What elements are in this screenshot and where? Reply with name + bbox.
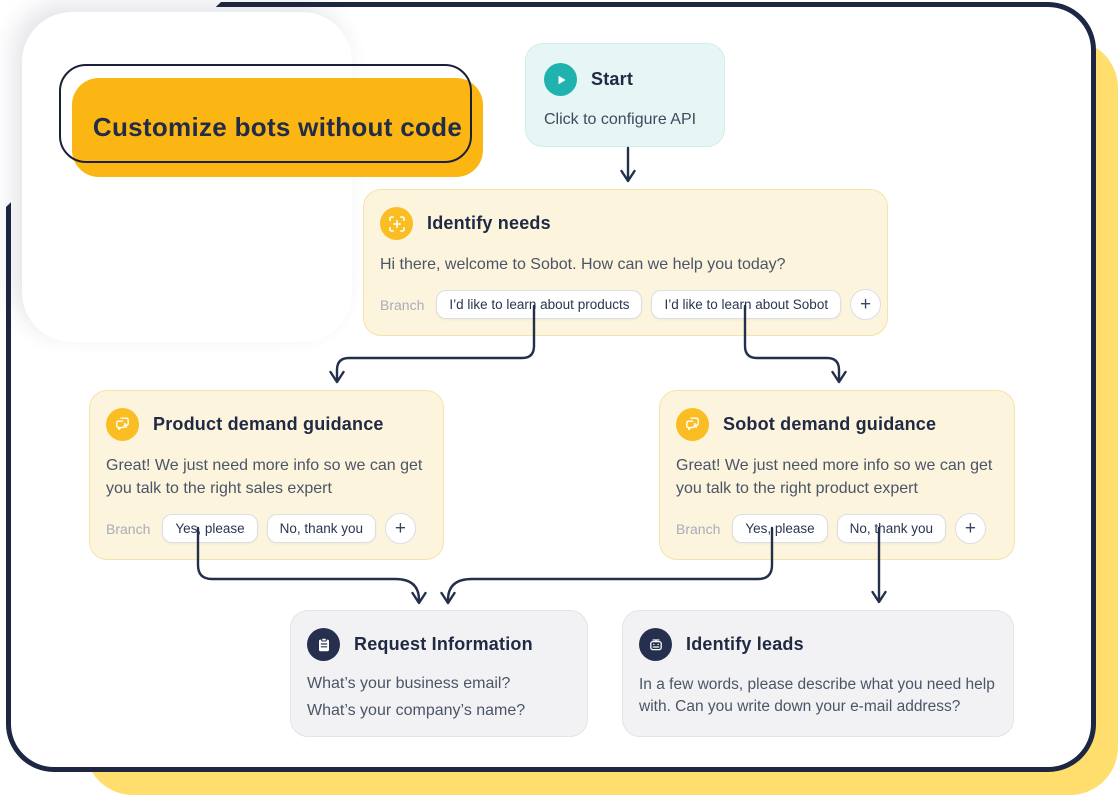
- clipboard-icon: [307, 628, 340, 661]
- scan-plus-icon: [380, 207, 413, 240]
- add-branch-button[interactable]: +: [850, 289, 882, 321]
- node-sobot-demand-message: Great! We just need more info so we can …: [676, 457, 993, 498]
- branch-pill-learn-products[interactable]: I’d like to learn about products: [436, 290, 643, 320]
- node-identify-leads-title: Identify leads: [686, 634, 804, 654]
- node-product-demand-title: Product demand guidance: [153, 414, 384, 434]
- branch-label: Branch: [380, 296, 425, 313]
- branch-label: Branch: [676, 520, 721, 537]
- node-identify-needs-title: Identify needs: [427, 213, 551, 233]
- branch-label: Branch: [106, 520, 151, 537]
- node-product-demand-guidance[interactable]: Product demand guidance Great! We just n…: [89, 390, 444, 561]
- node-start-title: Start: [591, 69, 634, 89]
- node-identify-needs[interactable]: Identify needs Hi there, welcome to Sobo…: [363, 189, 888, 337]
- headline-badge-outline: [59, 64, 472, 163]
- add-branch-button[interactable]: +: [954, 513, 986, 545]
- add-branch-button[interactable]: +: [384, 513, 416, 545]
- branch-pill-yes-please[interactable]: Yes, please: [162, 514, 258, 544]
- robot-icon: [639, 628, 672, 661]
- branch-pill-no-thank-you[interactable]: No, thank you: [836, 514, 946, 544]
- node-identify-leads-message: In a few words, please describe what you…: [639, 676, 995, 716]
- request-question-email: What’s your business email?: [307, 675, 511, 692]
- node-product-demand-message: Great! We just need more info so we can …: [106, 457, 423, 498]
- node-identify-needs-message: Hi there, welcome to Sobot. How can we h…: [380, 256, 786, 273]
- headline-badge: Customize bots without code: [72, 78, 483, 177]
- branch-pill-no-thank-you[interactable]: No, thank you: [266, 514, 376, 544]
- branch-pill-yes-please[interactable]: Yes, please: [732, 514, 828, 544]
- branch-pill-learn-sobot[interactable]: I’d like to learn about Sobot: [651, 290, 842, 320]
- node-sobot-demand-guidance[interactable]: Sobot demand guidance Great! We just nee…: [659, 390, 1015, 561]
- node-request-information[interactable]: Request Information What’s your business…: [290, 610, 588, 737]
- top-left-white-sheet: [22, 12, 352, 342]
- node-start[interactable]: Start Click to configure API: [525, 43, 725, 147]
- chat-bubbles-icon: [676, 408, 709, 441]
- node-request-information-title: Request Information: [354, 634, 533, 654]
- node-identify-leads[interactable]: Identify leads In a few words, please de…: [622, 610, 1014, 737]
- headline-badge-label: Customize bots without code: [92, 112, 463, 142]
- request-question-company: What’s your company’s name?: [307, 702, 526, 720]
- node-start-subtitle: Click to configure API: [544, 111, 697, 128]
- node-sobot-demand-title: Sobot demand guidance: [723, 414, 937, 434]
- chat-bubbles-icon: [106, 408, 139, 441]
- play-icon: [544, 63, 577, 96]
